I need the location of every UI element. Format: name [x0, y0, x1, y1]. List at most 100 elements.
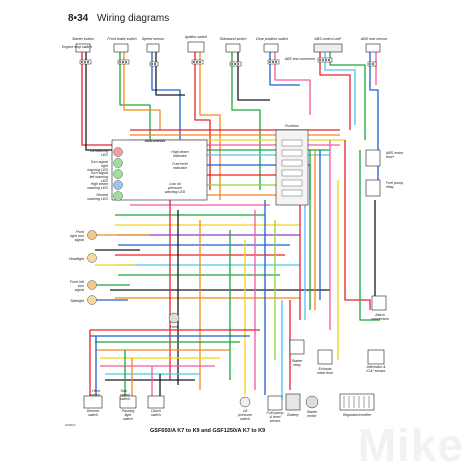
sidelight-bulb — [87, 295, 97, 305]
wire-side-green — [231, 52, 261, 190]
ignition-switch-symbol — [187, 41, 205, 53]
abs-rear-sensor-symbol — [365, 43, 381, 53]
label-gear-position-switch: Gear position switch — [256, 37, 288, 41]
connector-3 — [149, 61, 159, 67]
instruments-panel — [111, 139, 208, 201]
label-engine-stop-switch: Engine stop switch — [62, 45, 92, 49]
neutral-led — [113, 191, 123, 201]
fuse-2 — [281, 159, 303, 167]
label-abs-test-connector: ABS test connector — [284, 57, 317, 61]
fuel-pump-relay-symbol — [365, 179, 381, 197]
label-sidestand-switch: Sidestand switch — [220, 37, 247, 41]
figure-reference: H50004 — [65, 423, 76, 427]
fuse-4 — [281, 179, 303, 187]
label-abs-rear-sensor: ABS rear sensor — [360, 37, 388, 41]
wire-speed-black — [155, 52, 185, 96]
label-starter-button: Starter button — [72, 37, 94, 41]
label-instruments: Instruments — [145, 139, 166, 143]
label-headlight: Headlight — [69, 257, 85, 261]
wire-right-green — [359, 150, 380, 321]
wire-gear-pink — [274, 52, 311, 115]
wire-absrear-blue — [369, 52, 379, 180]
fuel-pump-symbol — [267, 395, 283, 411]
label-regulator-rectifier: Regulator/rectifier — [343, 413, 372, 417]
wire-abs-red — [319, 52, 351, 130]
regulator-rectifier-symbol — [339, 393, 375, 411]
connector-8 — [367, 61, 377, 67]
page-title: Wiring diagrams — [96, 13, 170, 24]
oil-pressure-switch-symbol — [239, 396, 251, 408]
exhaust-valve-fuse-symbol — [317, 349, 333, 365]
oil-warning-led — [113, 147, 123, 157]
connector-2 — [117, 59, 130, 65]
page-header: 8•34 Wiring diagrams — [68, 13, 169, 24]
wire-speed-blue — [151, 52, 181, 140]
connector-1 — [79, 59, 92, 65]
wire-side-black — [237, 52, 270, 101]
headlight-bulb — [87, 253, 97, 263]
speed-sensor-symbol — [146, 43, 160, 53]
fuse-5 — [281, 189, 303, 197]
starter-button-symbol — [75, 43, 91, 53]
label-front-brake-switch: Front brake switch — [107, 37, 136, 41]
sidestand-switch-symbol — [225, 43, 241, 53]
connector-4 — [191, 59, 204, 65]
alternator-symbol — [367, 349, 385, 365]
label-ignition-switch: Ignition switch — [185, 35, 208, 39]
wire-abs-green — [329, 52, 366, 140]
starter-motor-symbol — [305, 395, 319, 409]
alarm-connectors-symbol — [371, 295, 387, 311]
label-abs-control-unit: ABS control unit* — [313, 37, 342, 41]
starter-relay-symbol — [289, 339, 305, 355]
passing-light-switch-symbol — [119, 395, 137, 409]
horn-symbol — [168, 312, 180, 324]
label-alternator: Alternator &ICA* sensor — [366, 365, 387, 373]
wires — [81, 50, 380, 400]
wire-stop-black — [85, 52, 125, 151]
front-brake-switch-symbol — [113, 43, 129, 53]
wire-right-red — [344, 140, 371, 310]
high-beam-led — [113, 180, 123, 190]
watermark: Mike — [357, 419, 464, 471]
connector-6 — [267, 59, 280, 65]
abs-control-unit-symbol — [313, 43, 343, 53]
connector-5 — [229, 61, 242, 67]
component-symbols — [75, 41, 387, 411]
label-sidelight: Sidelight — [70, 299, 85, 303]
dimmer-switch-symbol — [83, 395, 103, 409]
turn-signal-right-led — [113, 158, 123, 168]
turn-signal-left-led — [113, 169, 123, 179]
fuse-1 — [281, 149, 303, 157]
label-horn: Horn — [170, 325, 178, 329]
fuse-0 — [281, 139, 303, 147]
wire-brake-orange — [123, 52, 161, 130]
battery-symbol — [285, 393, 301, 411]
connector-7 — [317, 57, 333, 63]
front-left-turn-signal-bulb — [87, 280, 97, 290]
abs-motor-fuse-symbol — [365, 149, 381, 167]
